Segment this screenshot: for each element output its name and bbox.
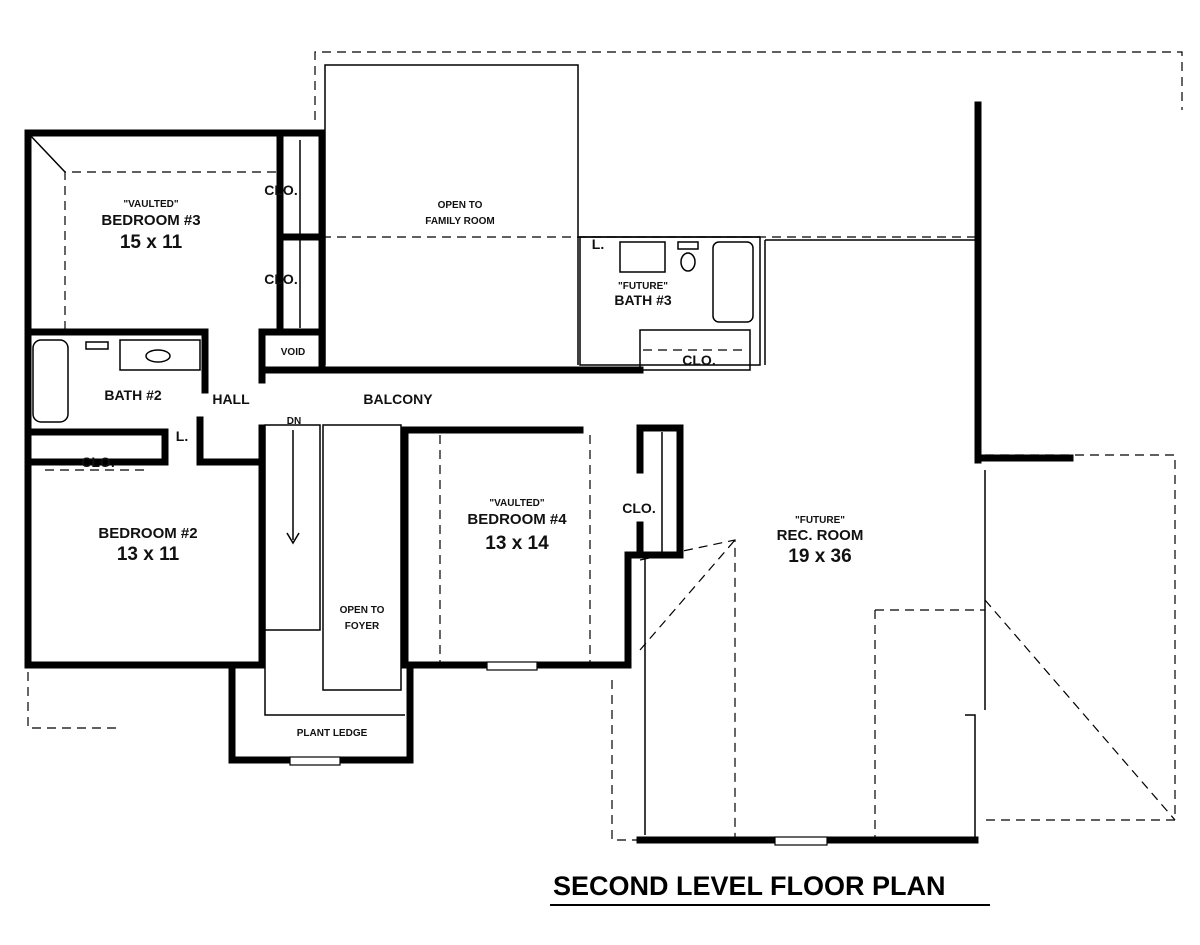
closet-label: CLO. bbox=[264, 271, 297, 287]
bath-3 bbox=[579, 236, 761, 371]
plan-title: SECOND LEVEL FLOOR PLAN bbox=[553, 871, 946, 901]
bedroom-3-note: "VAULTED" bbox=[123, 199, 178, 210]
open-to-foyer bbox=[228, 424, 414, 766]
plant-ledge-name: PLANT LEDGE bbox=[297, 728, 368, 739]
linen-label: L. bbox=[176, 428, 188, 444]
rec-room-size: 19 x 36 bbox=[788, 546, 851, 567]
open-foyer-line1: OPEN TO bbox=[340, 605, 385, 616]
stair-down-label: DN bbox=[287, 416, 301, 427]
open-family-line2: FAMILY ROOM bbox=[425, 216, 494, 227]
open-to-family-room bbox=[324, 64, 760, 365]
hall-name: HALL bbox=[212, 391, 250, 407]
void-name: VOID bbox=[281, 347, 305, 358]
bedroom-2 bbox=[24, 458, 266, 669]
balcony bbox=[258, 328, 644, 669]
closet-label: CLO. bbox=[264, 182, 297, 198]
closet-label: CLO. bbox=[622, 500, 655, 516]
open-family-line1: OPEN TO bbox=[438, 200, 483, 211]
rec-room-name: REC. ROOM bbox=[777, 527, 864, 544]
open-foyer-line2: FOYER bbox=[345, 621, 380, 632]
balcony-name: BALCONY bbox=[363, 391, 433, 407]
closet-label: CLO. bbox=[81, 454, 114, 470]
bath-3-note: "FUTURE" bbox=[618, 281, 668, 292]
bedroom-3-size: 15 x 11 bbox=[120, 232, 183, 253]
bedroom-3 bbox=[24, 129, 326, 369]
rec-room-note: "FUTURE" bbox=[795, 515, 845, 526]
stairs bbox=[264, 424, 321, 631]
bedroom-4 bbox=[406, 424, 684, 671]
bedroom-2-name: BEDROOM #2 bbox=[98, 525, 197, 542]
closet-label: CLO. bbox=[682, 352, 715, 368]
bedroom-4-size: 13 x 14 bbox=[485, 533, 549, 554]
rec-room bbox=[636, 101, 1074, 846]
bedroom-3-name: BEDROOM #3 bbox=[101, 212, 200, 229]
bedroom-2-size: 13 x 11 bbox=[117, 544, 180, 565]
linen-label: L. bbox=[592, 236, 604, 252]
bedroom-4-note: "VAULTED" bbox=[489, 498, 544, 509]
bath-3-name: BATH #3 bbox=[614, 292, 672, 308]
bath-2 bbox=[24, 328, 209, 669]
bath-2-name: BATH #2 bbox=[104, 387, 162, 403]
bedroom-4-name: BEDROOM #4 bbox=[467, 511, 567, 528]
